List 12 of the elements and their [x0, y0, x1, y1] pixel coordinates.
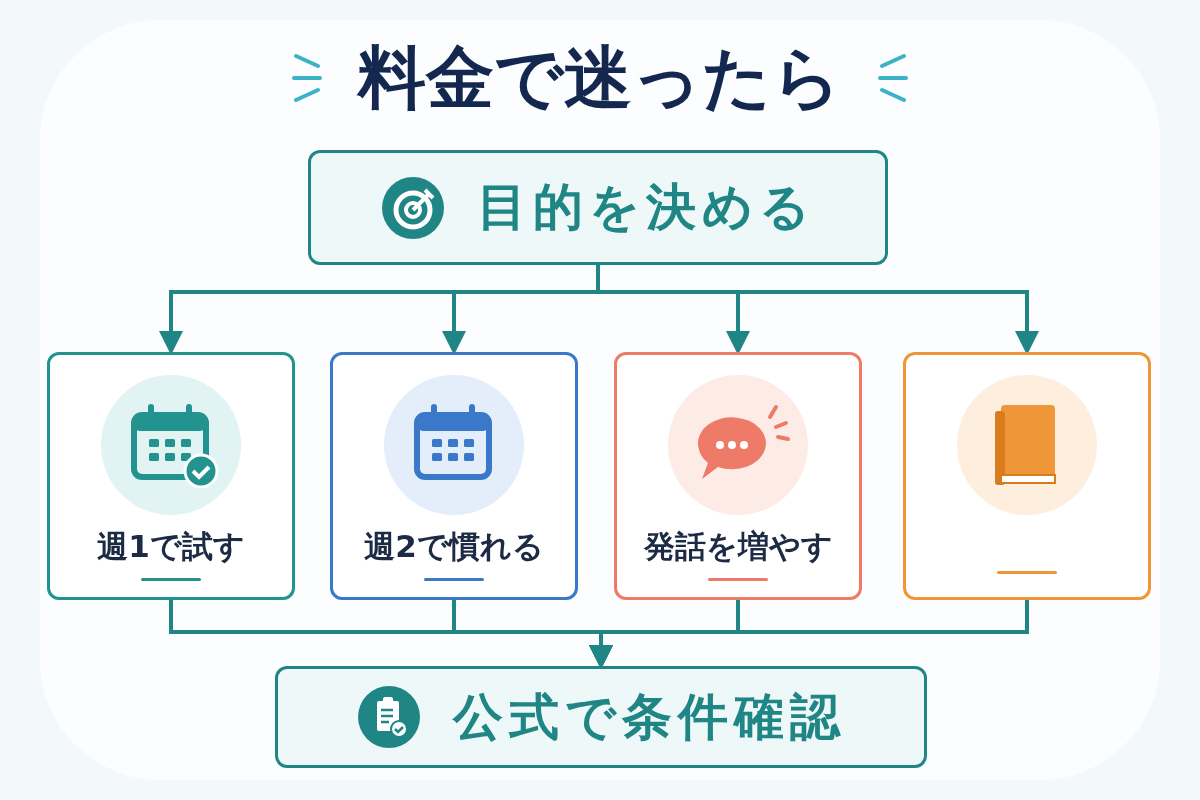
step-box: [275, 666, 927, 768]
step-box: [308, 150, 888, 265]
option-card: [330, 352, 578, 600]
title: 料金で迷ったら: [358, 44, 842, 112]
option-card: [614, 352, 862, 600]
option-card: [903, 352, 1151, 600]
option-label: 週1で試す: [97, 527, 245, 566]
step-label: 公式で条件確認: [452, 686, 846, 748]
option-label: 週2で慣れる: [364, 527, 544, 566]
step-label: 目的を決める: [476, 177, 816, 238]
option-card: [47, 352, 295, 600]
option-label: 発話を増やす: [643, 527, 833, 566]
